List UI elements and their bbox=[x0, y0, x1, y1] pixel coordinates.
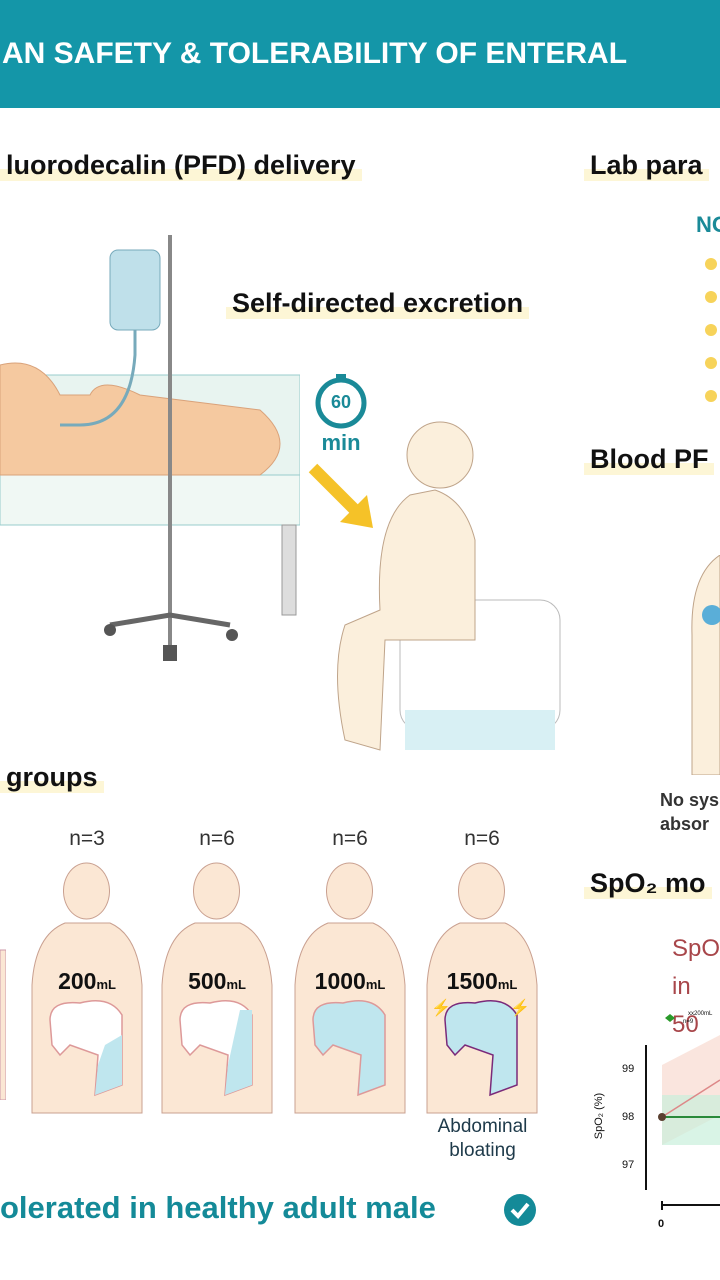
blood-illustration bbox=[691, 555, 720, 775]
colon-icon bbox=[444, 1000, 518, 1097]
bullet-icon bbox=[705, 258, 717, 270]
timer-unit: min bbox=[321, 430, 361, 455]
dose-label: 500mL bbox=[188, 968, 246, 994]
series-line bbox=[661, 1079, 720, 1118]
bullet-icon bbox=[705, 357, 717, 369]
data-point bbox=[658, 1113, 666, 1121]
bullet-icon bbox=[705, 291, 717, 303]
group-n: n=3 bbox=[69, 827, 105, 850]
y-axis-label: SpO₂ (%) bbox=[593, 1092, 606, 1140]
bloating-note: Abdominal bloating bbox=[437, 1116, 528, 1161]
section-spo2-title: SpO₂ mo bbox=[584, 868, 712, 899]
dose-label: 200mL bbox=[58, 968, 116, 994]
y-tick: 98 bbox=[622, 1111, 635, 1123]
lab-subtitle: NO bbox=[696, 212, 720, 237]
group-n: n=6 bbox=[332, 827, 368, 850]
y-tick: 97 bbox=[622, 1159, 635, 1171]
dose-group: n=6 500mL bbox=[160, 815, 275, 1115]
dose-group: n=6 1500mL Abdominal bloating ⚡ ⚡ bbox=[425, 815, 540, 1161]
dose-group: n=3 200mL bbox=[30, 815, 145, 1115]
body-silhouette-icon bbox=[31, 862, 143, 1114]
page-title: AN SAFETY & TOLERABILITY OF ENTERAL bbox=[0, 0, 720, 108]
pfd-delivery-illustration bbox=[0, 235, 300, 661]
y-tick: 99 bbox=[622, 1063, 635, 1075]
lab-bullet-list bbox=[705, 258, 717, 402]
group-n: n=6 bbox=[464, 827, 500, 850]
timer-value: 60 bbox=[330, 392, 352, 412]
section-excretion-title: Self-directed excretion bbox=[226, 288, 530, 319]
body-silhouette-icon bbox=[426, 862, 538, 1114]
spo2-chart bbox=[645, 1014, 720, 1210]
section-groups-title: groups bbox=[0, 762, 104, 793]
group-n: n=6 bbox=[199, 827, 235, 850]
seated-person-illustration bbox=[337, 421, 561, 751]
legend-n: n=9 bbox=[683, 1019, 694, 1025]
dose-label: 1500mL bbox=[446, 968, 518, 994]
pain-icon: ⚡ bbox=[431, 1000, 451, 1017]
dose-group: n=6 1000mL bbox=[293, 815, 408, 1115]
partial-body-icon bbox=[0, 949, 6, 1100]
body-silhouette-icon bbox=[294, 862, 406, 1114]
section-lab-title: Lab para bbox=[584, 150, 709, 181]
arrow-icon bbox=[308, 463, 373, 528]
timer-icon bbox=[315, 374, 367, 429]
dose-label: 1000mL bbox=[314, 968, 386, 994]
pain-icon: ⚡ bbox=[510, 1000, 530, 1017]
section-blood-title: Blood PF bbox=[584, 444, 715, 475]
legend-label: xx200mL bbox=[688, 1011, 713, 1017]
bullet-icon bbox=[705, 390, 717, 402]
section-delivery-title: luorodecalin (PFD) delivery bbox=[0, 150, 362, 181]
check-circle-icon bbox=[504, 1194, 536, 1226]
legend-marker bbox=[665, 1014, 675, 1022]
colon-icon bbox=[312, 1000, 386, 1097]
body-silhouette-icon bbox=[161, 862, 273, 1114]
bullet-icon bbox=[705, 324, 717, 336]
x-tick: 0 bbox=[658, 1218, 665, 1230]
conclusion-text: olerated in healthy adult male bbox=[0, 1190, 436, 1225]
